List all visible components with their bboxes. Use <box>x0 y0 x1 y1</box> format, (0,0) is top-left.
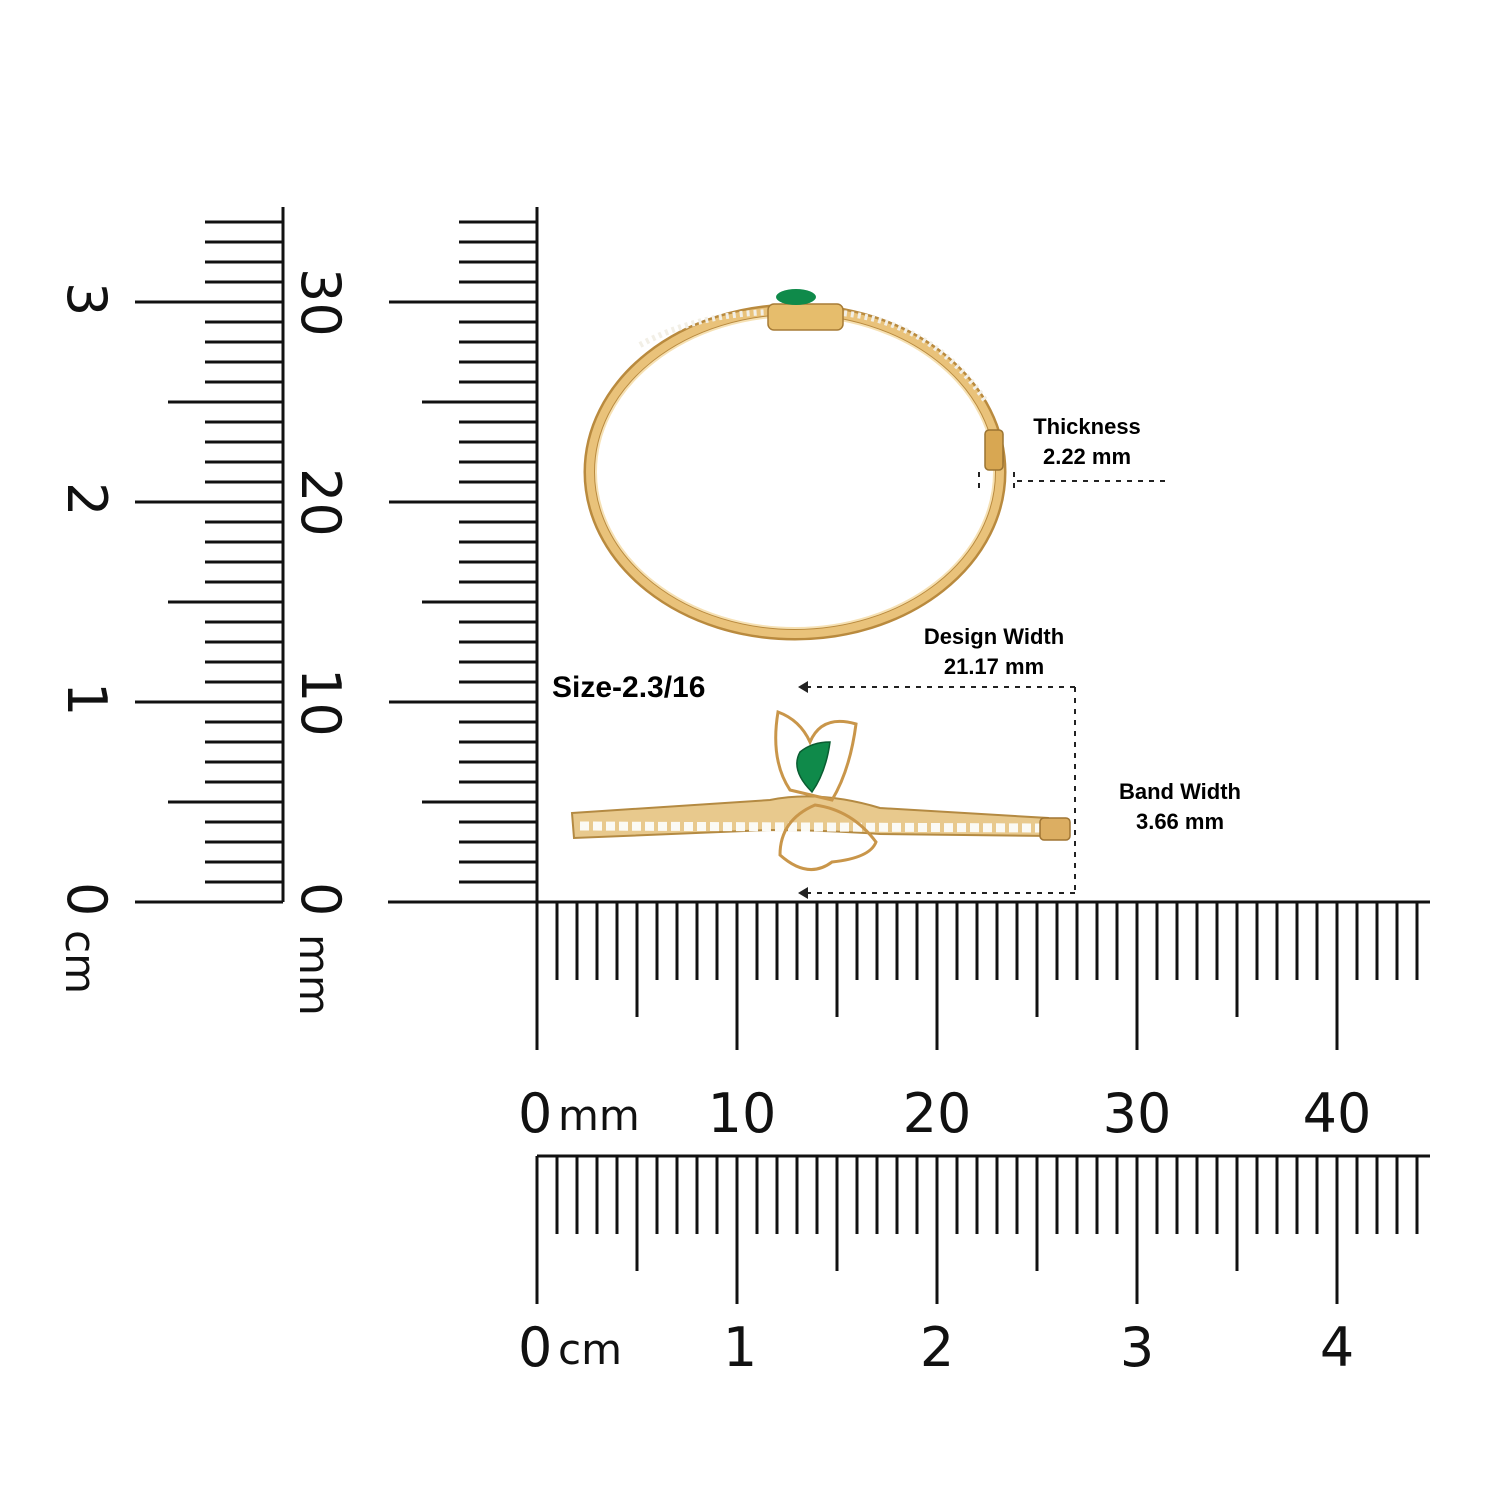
bottom-mm-label-20: 20 <box>903 1082 972 1145</box>
bangle-clasp <box>984 429 1004 471</box>
left-mm-unit: mm <box>290 934 339 1016</box>
bottom-mm-labels: 0 mm 10 20 30 40 <box>518 1082 1371 1145</box>
emerald-stone-side <box>796 741 831 794</box>
flower-petals <box>774 709 858 802</box>
bangle-top-ornament <box>767 289 844 331</box>
bangle-ring <box>586 306 1004 638</box>
design-width-bottom-arrow <box>798 887 808 899</box>
left-mm-ruler: 0 10 20 30 mm <box>289 207 539 1016</box>
bottom-cm-unit: cm <box>558 1325 622 1374</box>
bottom-cm-label-1: 1 <box>723 1316 757 1379</box>
left-cm-ticks <box>135 220 283 884</box>
design-width-value: 21.17 mm <box>944 654 1044 679</box>
left-cm-label-1: 1 <box>55 682 118 716</box>
left-cm-label-0: 0 <box>55 882 118 916</box>
bottom-mm-unit: mm <box>558 1091 640 1140</box>
ornament-base <box>767 303 844 331</box>
bottom-mm-label-10: 10 <box>708 1082 777 1145</box>
bottom-mm-ruler: 0 mm 10 20 30 40 <box>518 902 1419 1145</box>
band-width-dimension: Band Width 3.66 mm <box>1119 779 1241 834</box>
left-mm-labels: 0 10 20 30 mm <box>289 268 352 1016</box>
bottom-mm-label-0: 0 <box>518 1082 552 1145</box>
design-width-title: Design Width <box>924 624 1064 649</box>
bottom-cm-ticks <box>535 1156 1419 1304</box>
bottom-mm-ticks <box>535 902 1419 1050</box>
design-width-dimension: Design Width 21.17 mm <box>798 624 1076 899</box>
left-mm-label-30: 30 <box>289 268 352 337</box>
bangle-top-view <box>583 289 1007 641</box>
size-label: Size-2.3/16 <box>552 671 705 704</box>
thickness-title: Thickness <box>1033 414 1141 439</box>
bottom-cm-label-0: 0 <box>518 1316 552 1379</box>
left-cm-label-2: 2 <box>55 482 118 516</box>
left-mm-ticks <box>389 220 537 884</box>
bangle-stone-row-right <box>829 309 988 402</box>
left-cm-unit: cm <box>56 930 105 994</box>
bottom-mm-label-40: 40 <box>1303 1082 1372 1145</box>
bangle-side-clasp <box>1039 817 1071 841</box>
flower-motif <box>774 709 878 871</box>
left-mm-label-0: 0 <box>289 882 352 916</box>
left-mm-label-20: 20 <box>289 468 352 537</box>
thickness-value: 2.22 mm <box>1043 444 1131 469</box>
band-width-value: 3.66 mm <box>1136 809 1224 834</box>
bottom-mm-label-30: 30 <box>1103 1082 1172 1145</box>
left-mm-label-10: 10 <box>289 668 352 737</box>
left-cm-ruler: 0 1 2 3 cm <box>55 207 285 994</box>
design-width-top-arrow <box>798 681 808 693</box>
bangle-side-view <box>570 709 1071 871</box>
bottom-cm-label-4: 4 <box>1320 1316 1354 1379</box>
thickness-dimension: Thickness 2.22 mm <box>978 414 1170 492</box>
bottom-cm-labels: 0 cm 1 2 3 4 <box>518 1316 1354 1379</box>
bottom-cm-label-2: 2 <box>920 1316 954 1379</box>
bangle-stone-row-left <box>638 309 781 348</box>
left-cm-label-3: 3 <box>55 282 118 316</box>
bottom-cm-label-3: 3 <box>1120 1316 1154 1379</box>
band-width-title: Band Width <box>1119 779 1241 804</box>
left-cm-labels: 0 1 2 3 cm <box>55 282 118 994</box>
emerald-stone-top <box>776 289 816 305</box>
flower-lower-petals <box>778 803 878 871</box>
bangle-ring-highlight <box>595 315 995 629</box>
bangle-band <box>570 795 1054 840</box>
bottom-cm-ruler: 0 cm 1 2 3 4 <box>518 1154 1430 1379</box>
